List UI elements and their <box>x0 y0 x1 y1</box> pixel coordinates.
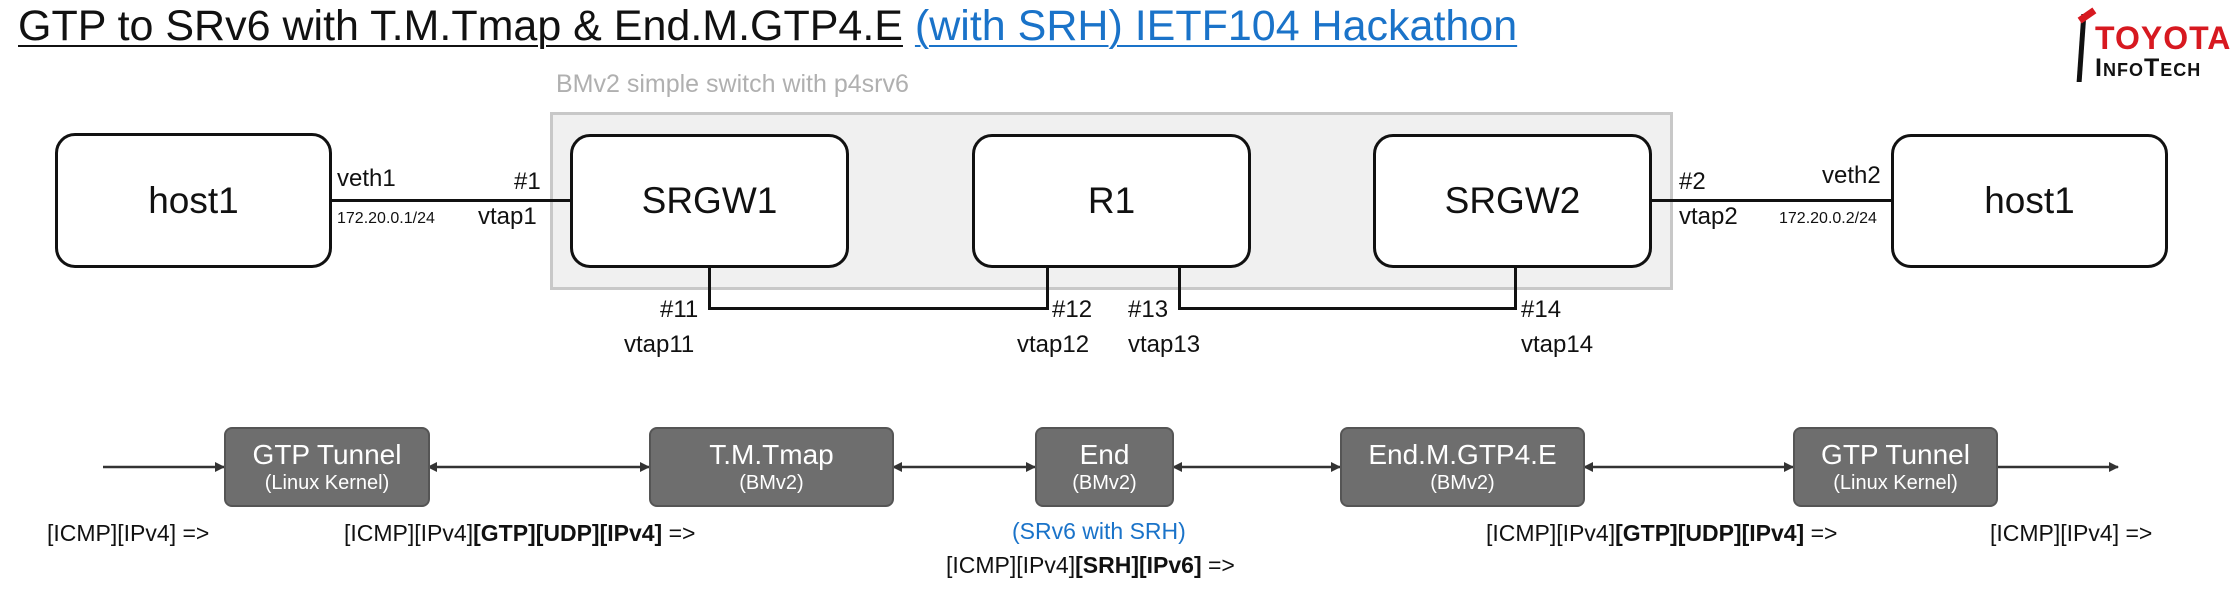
function-end-m-gtp4-e[interactable]: End.M.GTP4.E (BMv2) <box>1340 427 1585 507</box>
vtap12-label: vtap12 <box>1017 331 1090 358</box>
logo-bar <box>2076 14 2087 82</box>
function-name: End <box>1079 439 1130 470</box>
logo-line2: InfoTech <box>2095 54 2202 82</box>
packet-plain: [ICMP][IPv4] <box>946 552 1076 578</box>
vtap1-label: vtap1 <box>478 203 537 230</box>
function-end[interactable]: End (BMv2) <box>1035 427 1174 507</box>
packet-encap: [SRH][IPv6] <box>1075 552 1202 578</box>
srv6-note: (SRv6 with SRH) <box>1012 518 1186 544</box>
vtap11-label: vtap11 <box>624 331 695 358</box>
port-12-label: #12 <box>1052 296 1093 323</box>
function-sub: (BMv2) <box>739 472 804 494</box>
function-sub: (Linux Kernel) <box>264 472 390 494</box>
host-left[interactable]: host1 <box>55 133 332 268</box>
veth1-label: veth1 <box>337 165 396 192</box>
srgw1-node[interactable]: SRGW1 <box>570 134 849 268</box>
packet-encap: [GTP][UDP][IPv4] <box>473 520 663 546</box>
switch-label: BMv2 simple switch with p4srv6 <box>556 70 909 98</box>
veth2-label: veth2 <box>1822 162 1881 189</box>
logo-line1: TOYOTA <box>2095 20 2232 56</box>
packet-encap: [GTP][UDP][IPv4] <box>1615 520 1805 546</box>
packet-format-2: [ICMP][IPv4][GTP][UDP][IPv4] => <box>344 520 695 547</box>
srgw2-node[interactable]: SRGW2 <box>1373 134 1652 268</box>
function-sub: (BMv2) <box>1072 472 1137 494</box>
logo-tick <box>2077 7 2097 24</box>
ip2-label: 172.20.0.2/24 <box>1779 210 1877 227</box>
port-14-label: #14 <box>1521 296 1562 323</box>
port-13-label: #13 <box>1128 296 1169 323</box>
function-name: GTP Tunnel <box>1821 439 1970 470</box>
function-sub: (BMv2) <box>1430 472 1495 494</box>
title-link[interactable]: (with SRH) IETF104 Hackathon <box>914 2 1518 50</box>
wire-host1-srgw1 <box>330 199 570 202</box>
function-t-m-tmap[interactable]: T.M.Tmap (BMv2) <box>649 427 894 507</box>
wire-13-14 <box>1178 307 1517 310</box>
wire-srgw2-down <box>1514 265 1517 310</box>
function-sub: (Linux Kernel) <box>1833 472 1958 494</box>
title-main: GTP to SRv6 with T.M.Tmap & End.M.GTP4.E <box>18 2 903 50</box>
function-name: End.M.GTP4.E <box>1368 439 1557 470</box>
r1-node[interactable]: R1 <box>972 134 1251 268</box>
vtap14-label: vtap14 <box>1521 331 1594 358</box>
packet-format-3: [ICMP][IPv4][SRH][IPv6] => <box>946 552 1235 579</box>
port-2-label: #2 <box>1679 168 1706 195</box>
packet-arrow: => <box>1201 552 1235 578</box>
function-name: T.M.Tmap <box>709 439 834 470</box>
wire-11-12 <box>708 307 1049 310</box>
packet-format-5: [ICMP][IPv4] => <box>1990 520 2153 546</box>
vtap2-label: vtap2 <box>1679 203 1738 230</box>
host-right[interactable]: host1 <box>1891 134 2168 268</box>
wire-srgw1-down <box>708 265 711 310</box>
packet-arrow: => <box>1804 520 1838 546</box>
wire-srgw2-host1 <box>1650 199 1893 202</box>
ip1-label: 172.20.0.1/24 <box>337 210 435 227</box>
function-name: GTP Tunnel <box>252 439 402 470</box>
vtap13-label: vtap13 <box>1128 331 1201 358</box>
wire-r1-down-left <box>1046 265 1049 310</box>
function-gtp-tunnel-right[interactable]: GTP Tunnel (Linux Kernel) <box>1793 427 1998 507</box>
packet-plain: [ICMP][IPv4] <box>1486 520 1616 546</box>
packet-format-1: [ICMP][IPv4] => <box>47 520 210 546</box>
port-1-label: #1 <box>514 168 541 195</box>
wire-r1-down-right <box>1178 265 1181 310</box>
function-gtp-tunnel-left[interactable]: GTP Tunnel (Linux Kernel) <box>224 427 430 507</box>
packet-arrow: => <box>662 520 696 546</box>
flow-arrows <box>103 462 2119 472</box>
packet-plain: [ICMP][IPv4] <box>344 520 474 546</box>
port-11-label: #11 <box>660 296 699 323</box>
packet-format-4: [ICMP][IPv4][GTP][UDP][IPv4] => <box>1486 520 1837 547</box>
toyota-infotech-logo: TOYOTA InfoTech <box>2076 6 2232 86</box>
page-title: GTP to SRv6 with T.M.Tmap & End.M.GTP4.E… <box>18 2 1517 51</box>
